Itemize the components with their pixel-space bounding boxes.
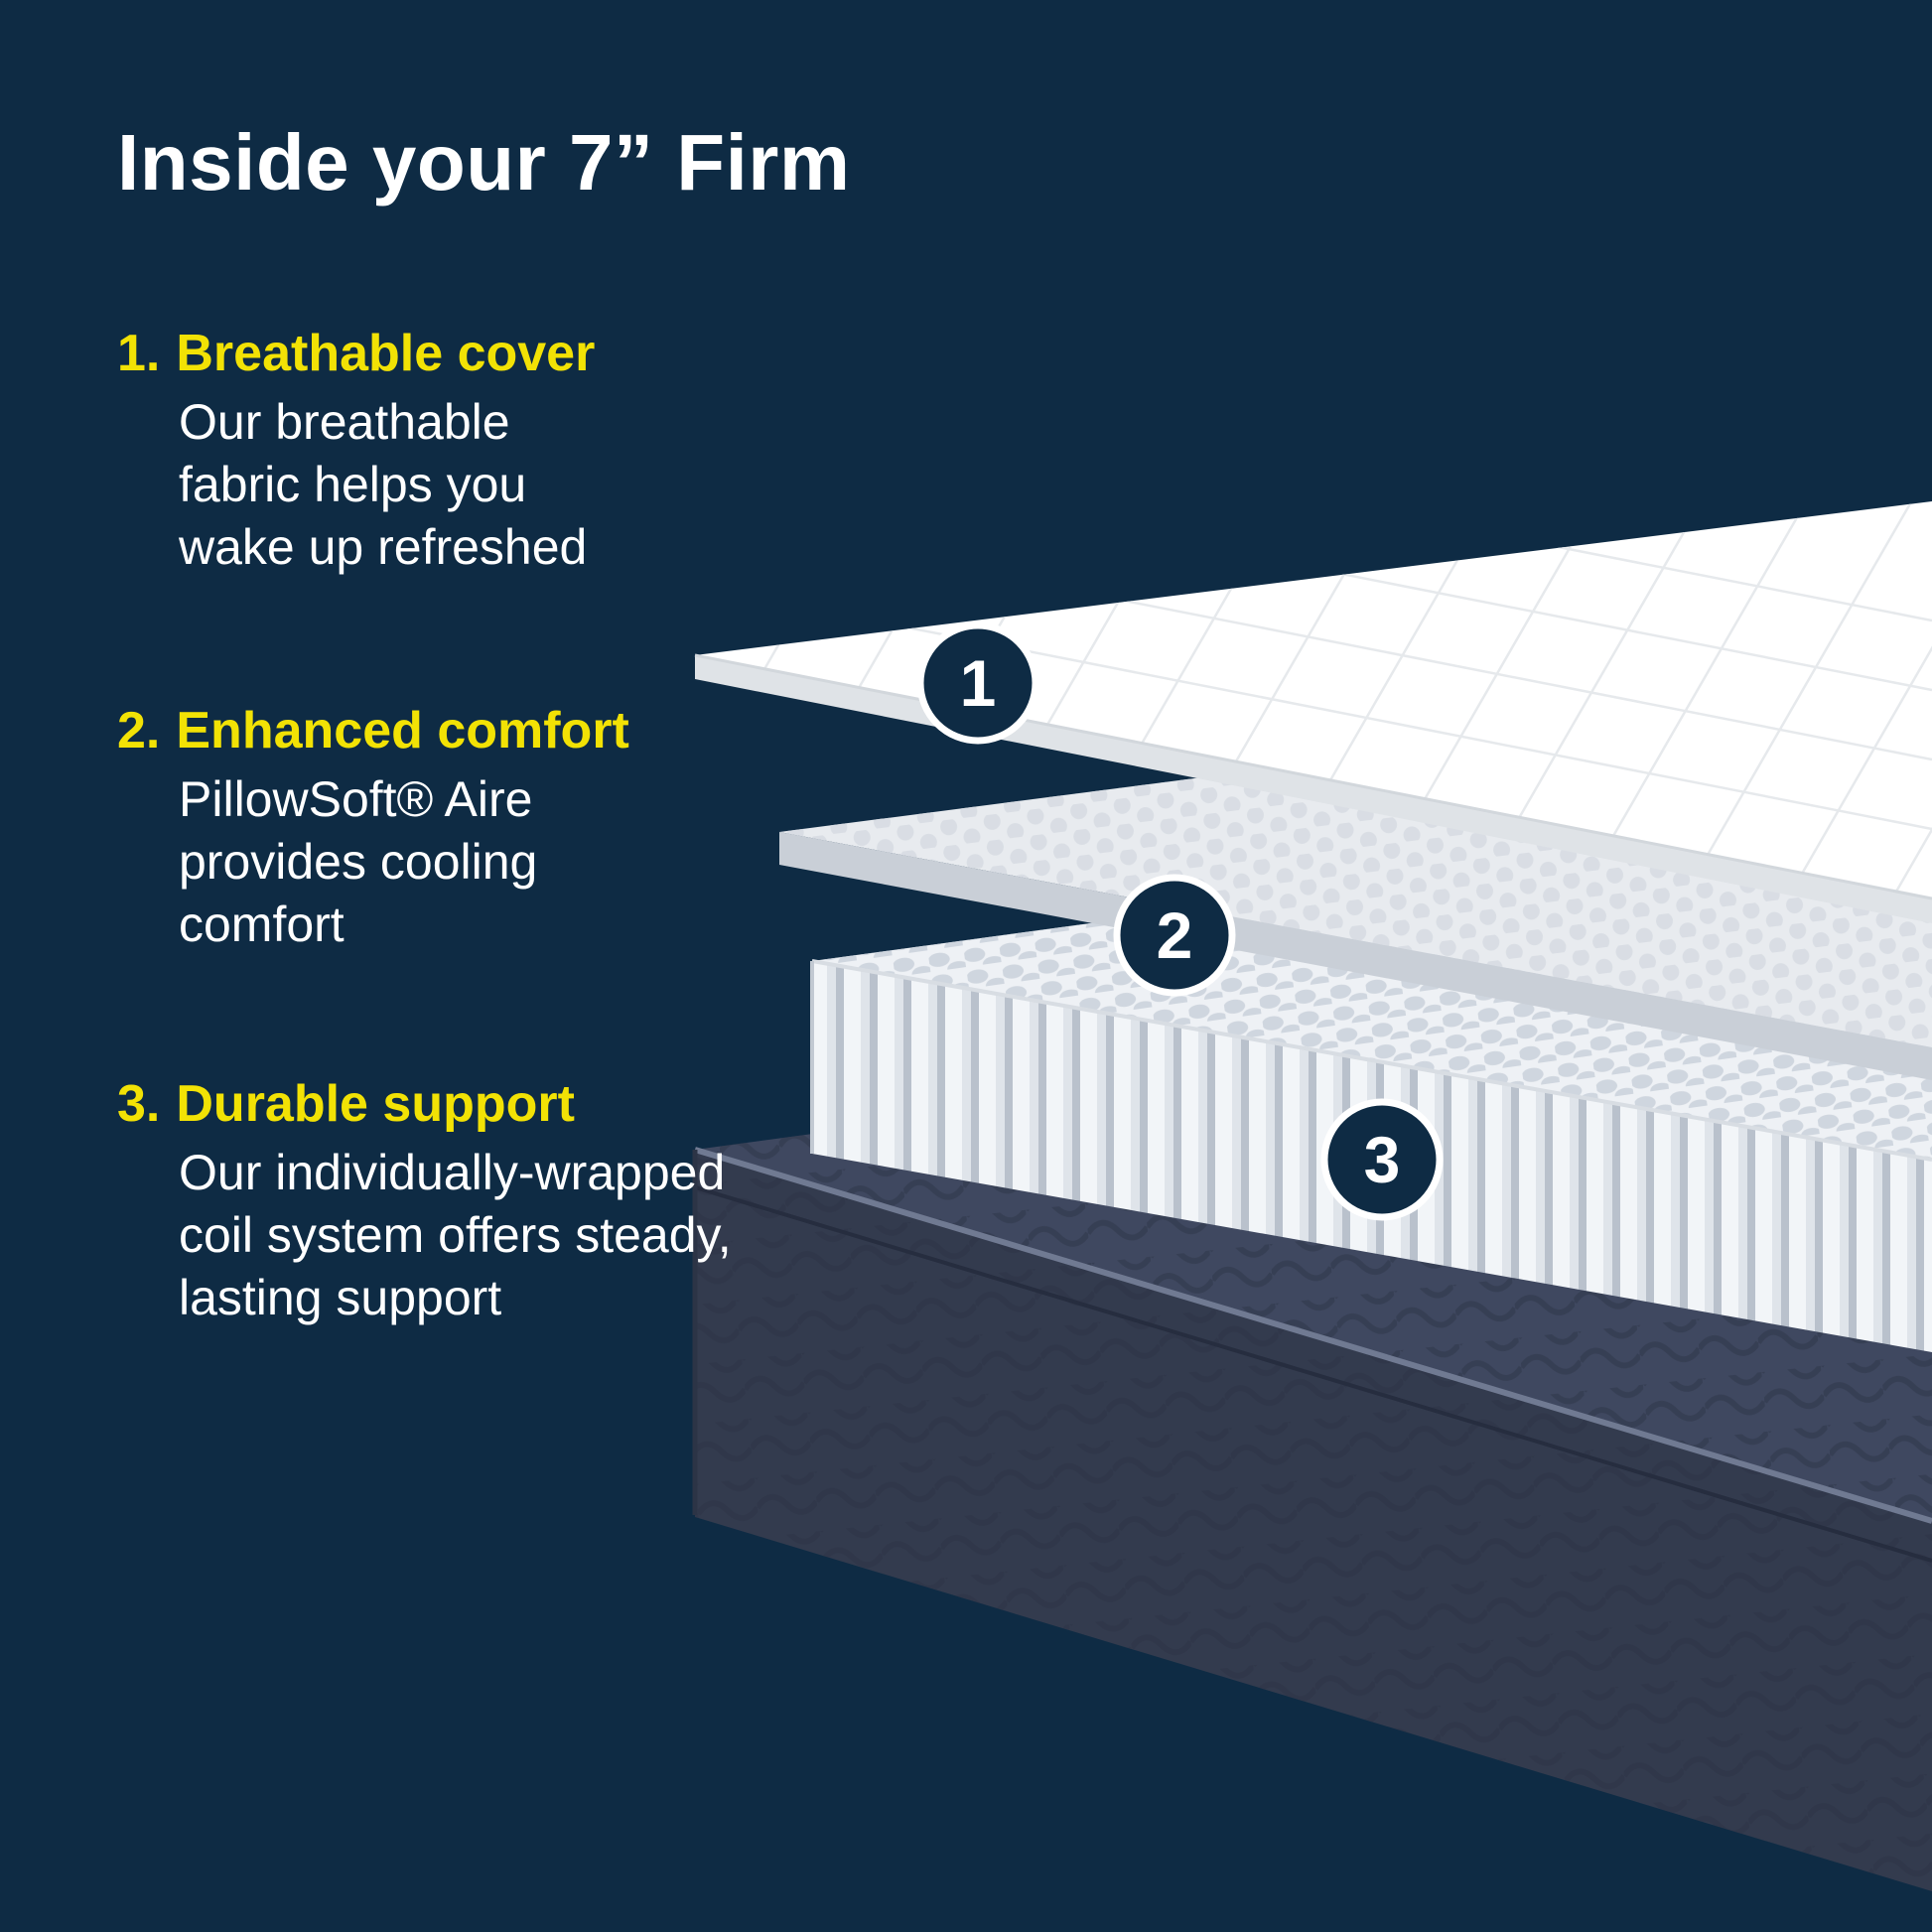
- feature-number-2: 2.: [117, 702, 161, 759]
- marker-2-label: 2: [1157, 898, 1193, 972]
- feature-item-durable-support: 3. Durable support Our individually-wrapp…: [117, 1074, 1011, 1329]
- feature-body-3: Our individually-wrapped coil system off…: [179, 1145, 732, 1325]
- feature-title-1: Breathable cover: [176, 325, 596, 382]
- feature-item-breathable-cover: 1. Breathable cover Our breathable fabric…: [117, 324, 1011, 579]
- cover-front-edge: [694, 653, 1932, 900]
- marker-3: 3: [1320, 1098, 1444, 1221]
- feature-heading-1: 1. Breathable cover: [117, 324, 1011, 383]
- feature-body-1: Our breathable fabric helps you wake up …: [179, 394, 588, 575]
- feature-heading-3: 3. Durable support: [117, 1074, 1011, 1134]
- feature-heading-2: 2. Enhanced comfort: [117, 701, 1011, 760]
- marker-1-label: 1: [960, 646, 997, 720]
- feature-number-3: 3.: [117, 1075, 161, 1133]
- feature-title-3: Durable support: [176, 1075, 575, 1133]
- base-seam-line: [694, 1185, 1932, 1563]
- feature-body-2: PillowSoft® Aire provides cooling comfor…: [179, 771, 538, 952]
- marker-3-label: 3: [1364, 1123, 1401, 1196]
- feature-item-enhanced-comfort: 2. Enhanced comfort PillowSoft® Aire prov…: [117, 701, 1011, 956]
- marker-2: 2: [1113, 874, 1236, 997]
- base-piping-seam: [694, 1147, 1932, 1524]
- feature-title-2: Enhanced comfort: [176, 702, 629, 759]
- marker-1: 1: [916, 621, 1039, 745]
- page-title: Inside your 7” Firm: [117, 118, 851, 207]
- coil-front-top-edge: [811, 959, 1932, 1162]
- feature-number-1: 1.: [117, 325, 161, 382]
